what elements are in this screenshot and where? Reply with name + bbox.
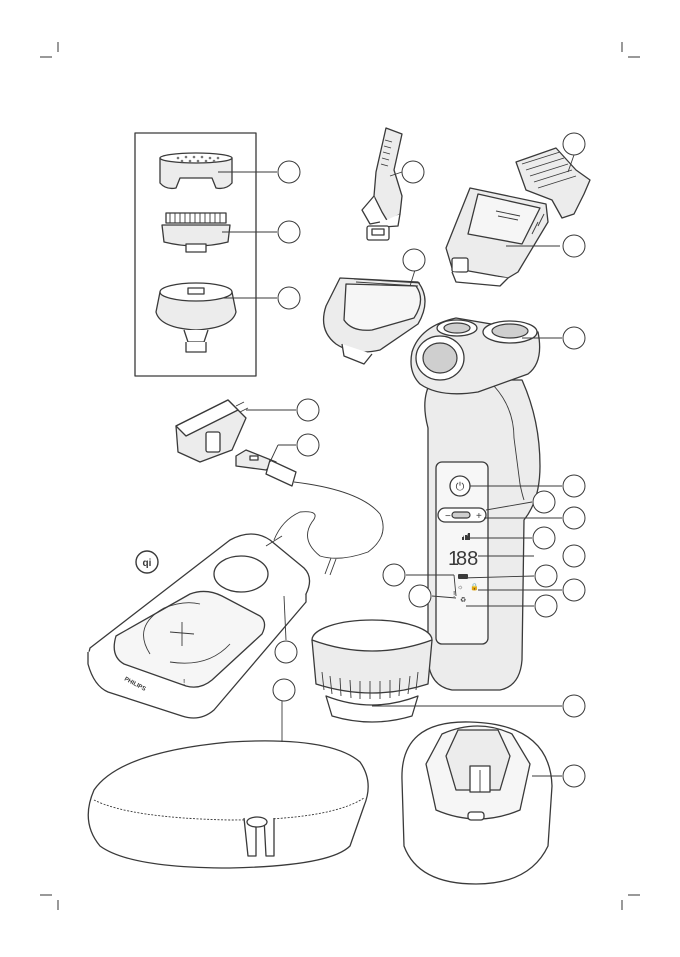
callout-battery-indicator bbox=[533, 527, 555, 549]
svg-text:qi: qi bbox=[143, 558, 152, 569]
brush-cap-illustration bbox=[160, 153, 232, 188]
callout-brush-head bbox=[278, 221, 300, 243]
callout-on-off-button bbox=[563, 475, 585, 497]
callout-brush-adapter bbox=[278, 287, 300, 309]
callout-shaving-heads bbox=[563, 327, 585, 349]
beard-styler-illustration bbox=[446, 188, 548, 286]
cleansing-brush-set bbox=[135, 133, 256, 376]
callout-display-minutes bbox=[563, 545, 585, 567]
precision-trimmer-illustration bbox=[362, 128, 402, 240]
callout-display-extra bbox=[535, 595, 557, 617]
styler-attachment-illustration bbox=[324, 278, 425, 364]
callout-brush-cap bbox=[278, 161, 300, 183]
protection-cap-illustration bbox=[312, 620, 432, 722]
travel-case-illustration bbox=[88, 741, 368, 868]
callout-battery-warning bbox=[383, 564, 405, 586]
brush-head-illustration bbox=[162, 213, 230, 252]
callout-protection-cap bbox=[563, 695, 585, 717]
callout-cleaning-reminder bbox=[535, 565, 557, 587]
callout-replacement-reminder bbox=[409, 585, 431, 607]
plus-sign: + bbox=[476, 511, 482, 522]
callout-cleaning-station bbox=[563, 765, 585, 787]
svg-text:☼: ☼ bbox=[457, 584, 463, 591]
callout-power-adapter bbox=[297, 399, 319, 421]
callout-charging-pad bbox=[275, 641, 297, 663]
callout-beard-styler bbox=[563, 235, 585, 257]
callout-usb-cable bbox=[297, 434, 319, 456]
callout-precision-trimmer bbox=[402, 161, 424, 183]
svg-text:⏻: ⏻ bbox=[456, 481, 465, 493]
wireless-charging-icon: qi bbox=[136, 551, 158, 573]
svg-text:♻: ♻ bbox=[460, 597, 466, 604]
callout-speed-indicator bbox=[533, 491, 555, 513]
minus-sign: − bbox=[445, 511, 451, 522]
svg-text:🔒: 🔒 bbox=[470, 583, 479, 591]
cleaning-station-illustration bbox=[402, 722, 552, 884]
power-adapter-illustration bbox=[176, 400, 248, 462]
callout-speed-buttons bbox=[563, 507, 585, 529]
callout-travel-lock bbox=[563, 579, 585, 601]
callout-styler-attachment bbox=[403, 249, 425, 271]
display-digits: 88 bbox=[456, 548, 478, 570]
brush-adapter-illustration bbox=[156, 283, 236, 352]
pad-warning-mark: ! bbox=[183, 678, 185, 687]
callout-travel-case bbox=[273, 679, 295, 701]
callout-beard-comb bbox=[563, 133, 585, 155]
